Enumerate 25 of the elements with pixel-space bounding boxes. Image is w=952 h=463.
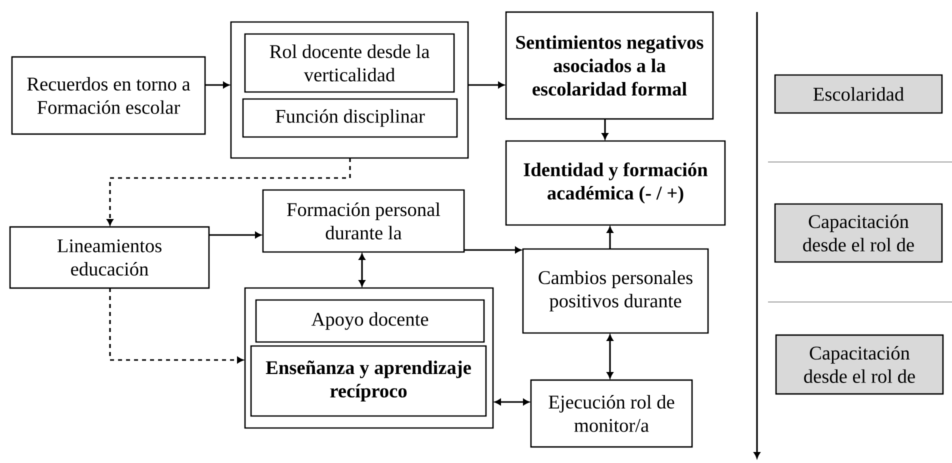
process-box: Apoyo docente <box>255 299 485 343</box>
arrow <box>464 246 522 254</box>
arrow <box>606 226 614 249</box>
process-box: Ejecución rol de monitor/a <box>530 379 693 448</box>
arrow <box>205 82 230 88</box>
process-box: Recuerdos en torno a Formación escolar <box>11 56 206 135</box>
phase-box: Capacitación desde el rol de <box>775 334 944 395</box>
process-box: Formación personal durante la <box>262 189 465 253</box>
arrow <box>358 254 366 286</box>
process-box: Cambios personales positivos durante <box>522 248 709 334</box>
arrow <box>468 82 504 88</box>
process-box: Lineamientos educación <box>9 226 210 289</box>
process-box: Enseñanza y aprendizaje recíproco <box>250 345 487 417</box>
process-box: Rol docente desde la verticalidad <box>244 33 455 93</box>
arrow <box>494 398 530 406</box>
arrow <box>602 118 608 140</box>
process-box: Sentimientos negativos asociados a la escolaridad formal <box>505 11 714 120</box>
arrow <box>606 334 614 378</box>
phase-box: Escolaridad <box>774 74 943 114</box>
arrow <box>109 288 244 364</box>
arrow <box>208 232 262 238</box>
process-box: Identidad y formación académica (- / +) <box>505 140 726 226</box>
phase-box: Capacitación desde el rol de <box>774 203 943 263</box>
process-box: Función disciplinar <box>242 98 458 138</box>
arrow <box>106 158 351 226</box>
